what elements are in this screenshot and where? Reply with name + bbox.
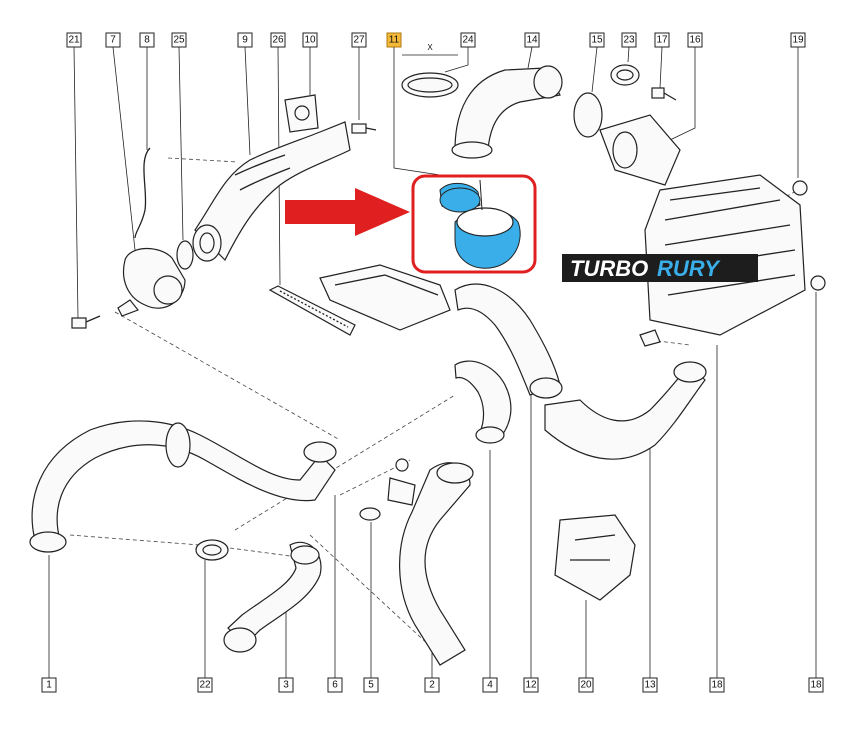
brand-banner: TURBO RURY bbox=[562, 254, 758, 282]
clamp-22 bbox=[195, 539, 229, 561]
callout-10: 10 bbox=[302, 32, 318, 48]
callout-23: 23 bbox=[621, 32, 637, 48]
svg-text:24: 24 bbox=[462, 35, 474, 46]
short-hose-4 bbox=[454, 360, 512, 444]
svg-text:1: 1 bbox=[46, 680, 52, 691]
callout-7: 7 bbox=[105, 32, 121, 48]
metal-bracket-20 bbox=[554, 514, 636, 601]
callout-18-a: 18 bbox=[709, 677, 725, 693]
svg-text:25: 25 bbox=[173, 35, 185, 46]
svg-text:20: 20 bbox=[580, 680, 592, 691]
air-flow-meter-16 bbox=[599, 114, 681, 186]
ribbed-seal-26 bbox=[268, 285, 356, 336]
svg-text:9: 9 bbox=[242, 35, 248, 46]
svg-text:2: 2 bbox=[429, 680, 435, 691]
callout-3: 3 bbox=[278, 677, 294, 693]
callout-24: 24 bbox=[460, 32, 476, 48]
highlight-box bbox=[411, 174, 537, 274]
clamp-23 bbox=[610, 64, 640, 86]
upper-turbo-hose-14 bbox=[451, 65, 563, 159]
svg-text:18: 18 bbox=[810, 680, 822, 691]
elbow-hose-3 bbox=[223, 541, 322, 653]
valve-body-7 bbox=[117, 247, 186, 317]
svg-text:12: 12 bbox=[525, 680, 537, 691]
pointer-arrow bbox=[285, 188, 410, 236]
callout-4: 4 bbox=[482, 677, 498, 693]
svg-text:26: 26 bbox=[272, 35, 284, 46]
svg-text:5: 5 bbox=[368, 680, 374, 691]
air-duct-scoop bbox=[319, 264, 451, 331]
callout-8: 8 bbox=[139, 32, 155, 48]
callout-14: 14 bbox=[524, 32, 540, 48]
callout-17: 17 bbox=[654, 32, 670, 48]
svg-text:7: 7 bbox=[110, 35, 116, 46]
bolt-21 bbox=[71, 315, 101, 329]
callout-13: 13 bbox=[642, 677, 658, 693]
left-hose-1 bbox=[29, 420, 337, 553]
svg-text:6: 6 bbox=[332, 680, 338, 691]
callout-20: 20 bbox=[578, 677, 594, 693]
intake-manifold-pipe bbox=[192, 121, 351, 262]
callout-12: 12 bbox=[523, 677, 539, 693]
callout-9: 9 bbox=[237, 32, 253, 48]
callout-27: 27 bbox=[351, 32, 367, 48]
flange-gasket bbox=[284, 94, 319, 133]
svg-text:4: 4 bbox=[487, 680, 493, 691]
callout-22: 22 bbox=[197, 677, 213, 693]
svg-text:21: 21 bbox=[68, 35, 80, 46]
brand-part2: RURY bbox=[657, 256, 721, 281]
svg-text:17: 17 bbox=[656, 35, 668, 46]
clamp-24: X bbox=[401, 43, 459, 98]
svg-text:15: 15 bbox=[591, 35, 603, 46]
part-11-hose-coupling bbox=[439, 179, 521, 269]
leader-lines bbox=[48, 46, 817, 678]
callout-11-highlighted: 11 bbox=[386, 32, 402, 48]
callout-5: 5 bbox=[363, 677, 379, 693]
svg-text:18: 18 bbox=[711, 680, 723, 691]
charge-hose-12 bbox=[454, 283, 563, 399]
bolt-27 bbox=[351, 123, 377, 134]
callout-2: 2 bbox=[424, 677, 440, 693]
svg-text:22: 22 bbox=[199, 680, 211, 691]
svg-text:11: 11 bbox=[389, 35, 400, 46]
svg-text:8: 8 bbox=[144, 35, 150, 46]
svg-text:27: 27 bbox=[353, 35, 365, 46]
gasket-ring-25 bbox=[176, 240, 194, 270]
svg-text:16: 16 bbox=[689, 35, 701, 46]
svg-text:10: 10 bbox=[304, 35, 316, 46]
callout-21: 21 bbox=[66, 32, 82, 48]
svg-text:13: 13 bbox=[644, 680, 656, 691]
dimension-x: X bbox=[427, 43, 433, 52]
callout-26: 26 bbox=[270, 32, 286, 48]
svg-text:14: 14 bbox=[526, 35, 538, 46]
callout-25: 25 bbox=[171, 32, 187, 48]
long-hose-2 bbox=[399, 462, 474, 666]
svg-text:19: 19 bbox=[792, 35, 804, 46]
callout-16: 16 bbox=[687, 32, 703, 48]
lower-hose-13 bbox=[544, 361, 707, 460]
bolt-17 bbox=[651, 87, 677, 101]
callout-1: 1 bbox=[41, 677, 57, 693]
callout-6: 6 bbox=[327, 677, 343, 693]
cable-8 bbox=[134, 147, 151, 239]
svg-text:3: 3 bbox=[283, 680, 289, 691]
svg-text:23: 23 bbox=[623, 35, 635, 46]
callout-19: 19 bbox=[790, 32, 806, 48]
callout-18-b: 18 bbox=[808, 677, 824, 693]
grommet-5 bbox=[359, 507, 381, 521]
brand-part1: TURBO bbox=[570, 256, 648, 281]
callout-15: 15 bbox=[589, 32, 605, 48]
bracket-6 bbox=[387, 458, 416, 506]
o-ring-15 bbox=[573, 92, 603, 138]
